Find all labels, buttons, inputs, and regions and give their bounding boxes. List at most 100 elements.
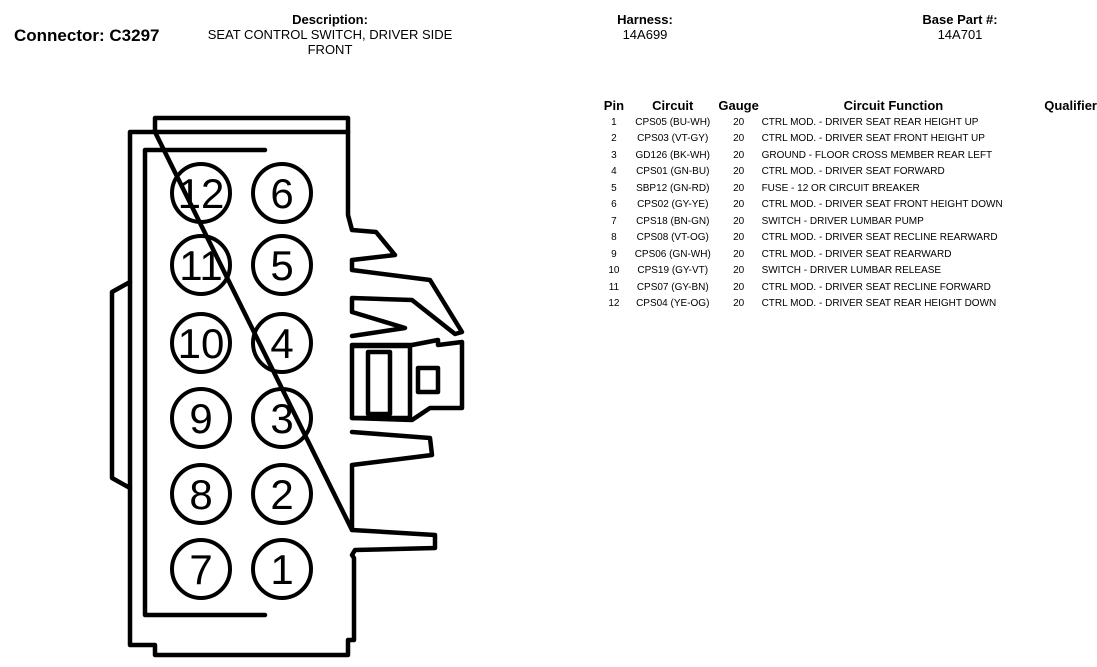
cell-gauge: 20 <box>733 133 745 145</box>
cell-function: CTRL MOD. - DRIVER SEAT FRONT HEIGHT DOW… <box>761 199 1003 211</box>
cell-circuit: CPS04 (YE-OG) <box>636 298 710 310</box>
cell-function: CTRL MOD. - DRIVER SEAT RECLINE REARWARD <box>761 232 998 244</box>
pin-number-label: 9 <box>189 395 212 442</box>
cell-qualifier <box>1025 246 1097 263</box>
cell-qualifier <box>1025 131 1097 148</box>
description-block: Description: SEAT CONTROL SWITCH, DRIVER… <box>196 12 464 57</box>
connector-housing-outline <box>127 115 438 658</box>
pin-number-label: 2 <box>270 471 293 518</box>
connector-title: Connector: C3297 <box>14 26 160 46</box>
cell-function: GROUND - FLOOR CROSS MEMBER REAR LEFT <box>761 149 993 161</box>
cell-qualifier <box>1025 147 1097 164</box>
connector-left-key <box>109 279 133 491</box>
pin-number-label: 3 <box>270 395 293 442</box>
cell-pin: 9 <box>611 248 617 260</box>
cell-gauge: 20 <box>733 265 745 277</box>
cell-circuit: CPS07 (GY-BN) <box>636 281 709 293</box>
cell-pin: 6 <box>611 199 617 211</box>
pin-number-label: 5 <box>270 242 293 289</box>
cell-qualifier <box>1025 213 1097 230</box>
pin-cavity <box>170 234 232 296</box>
cell-pin: 4 <box>611 166 617 178</box>
col-header-qualifier: Qualifier <box>1044 97 1097 113</box>
col-header-function: Circuit Function <box>843 97 944 113</box>
pin-number-label: 6 <box>270 170 293 217</box>
pin-number-label: 8 <box>189 471 212 518</box>
table-row: 7 CPS18 (BN-GN) 20 SWITCH - DRIVER LUMBAR P… <box>598 213 1097 230</box>
description-value: SEAT CONTROL SWITCH, DRIVER SIDE FRONT <box>207 27 453 57</box>
connector-right-profile-upper <box>345 129 465 339</box>
cell-circuit: CPS02 (GY-YE) <box>637 199 709 211</box>
cell-pin: 7 <box>611 215 617 227</box>
pin-cavity <box>251 312 313 374</box>
pin-cavity <box>251 162 313 224</box>
col-header-circuit: Circuit <box>652 97 694 113</box>
cell-pin: 1 <box>611 116 617 128</box>
cell-qualifier <box>1025 164 1097 181</box>
cell-gauge: 20 <box>733 298 745 310</box>
cell-function: SWITCH - DRIVER LUMBAR PUMP <box>761 215 924 227</box>
cell-circuit: CPS19 (GY-VT) <box>637 265 709 277</box>
connector-inner-rim <box>142 147 268 618</box>
cell-qualifier <box>1025 180 1097 197</box>
connector-right-profile-bottom <box>349 429 435 533</box>
cell-pin: 11 <box>608 281 620 293</box>
cell-circuit: CPS05 (BU-WH) <box>635 116 711 128</box>
cell-qualifier <box>1025 263 1097 280</box>
description-label: Description: <box>292 12 368 27</box>
cell-function: CTRL MOD. - DRIVER SEAT FORWARD <box>761 166 945 178</box>
connector-latch-inner <box>365 349 393 417</box>
cell-qualifier <box>1025 114 1097 131</box>
table-row: 5 SBP12 (GN-RD) 20 FUSE - 12 OR CIRCUIT BRE… <box>598 180 1097 197</box>
cell-function: CTRL MOD. - DRIVER SEAT REARWARD <box>761 248 952 260</box>
connector-latch <box>349 343 413 421</box>
pin-number-label: 7 <box>189 546 212 593</box>
harness-block: Harness: 14A699 <box>590 12 700 42</box>
base-part-label: Base Part #: <box>922 12 998 27</box>
cell-gauge: 20 <box>733 149 745 161</box>
cell-circuit: CPS18 (BN-GN) <box>636 215 710 227</box>
cell-gauge: 20 <box>733 182 745 194</box>
connector-latch-tab <box>415 365 441 395</box>
pin-cavity <box>170 312 232 374</box>
pin-table: Pin Circuit Gauge Circuit Function Quali… <box>598 96 1097 312</box>
pin-number-label: 10 <box>178 320 225 367</box>
connector-right-profile-lower <box>349 337 465 423</box>
col-header-pin: Pin <box>603 97 625 113</box>
pin-number-label: 1 <box>270 546 293 593</box>
cell-pin: 2 <box>611 133 617 145</box>
cell-gauge: 20 <box>733 116 745 128</box>
connector-label: Connector: <box>14 26 105 45</box>
pin-number-label: 4 <box>270 320 293 367</box>
cell-circuit: CPS08 (VT-OG) <box>636 232 709 244</box>
pin-cavity <box>170 538 232 600</box>
cell-circuit: SBP12 (GN-RD) <box>636 182 710 194</box>
cell-gauge: 20 <box>733 215 745 227</box>
cell-circuit: GD126 (BK-WH) <box>635 149 710 161</box>
cell-function: CTRL MOD. - DRIVER SEAT FRONT HEIGHT UP <box>761 133 985 145</box>
cell-pin: 5 <box>611 182 617 194</box>
base-part-value: 14A701 <box>937 27 983 42</box>
connector-id: C3297 <box>109 26 160 45</box>
cell-pin: 12 <box>608 298 620 310</box>
cell-function: FUSE - 12 OR CIRCUIT BREAKER <box>761 182 920 194</box>
pin-cavity <box>251 387 313 449</box>
pin-cavity <box>170 463 232 525</box>
cell-circuit: CPS03 (VT-GY) <box>637 133 709 145</box>
cell-function: CTRL MOD. - DRIVER SEAT RECLINE FORWARD <box>761 281 991 293</box>
base-part-block: Base Part #: 14A701 <box>900 12 1020 42</box>
cell-pin: 8 <box>611 232 617 244</box>
harness-value: 14A699 <box>622 27 668 42</box>
pin-cavity <box>251 538 313 600</box>
